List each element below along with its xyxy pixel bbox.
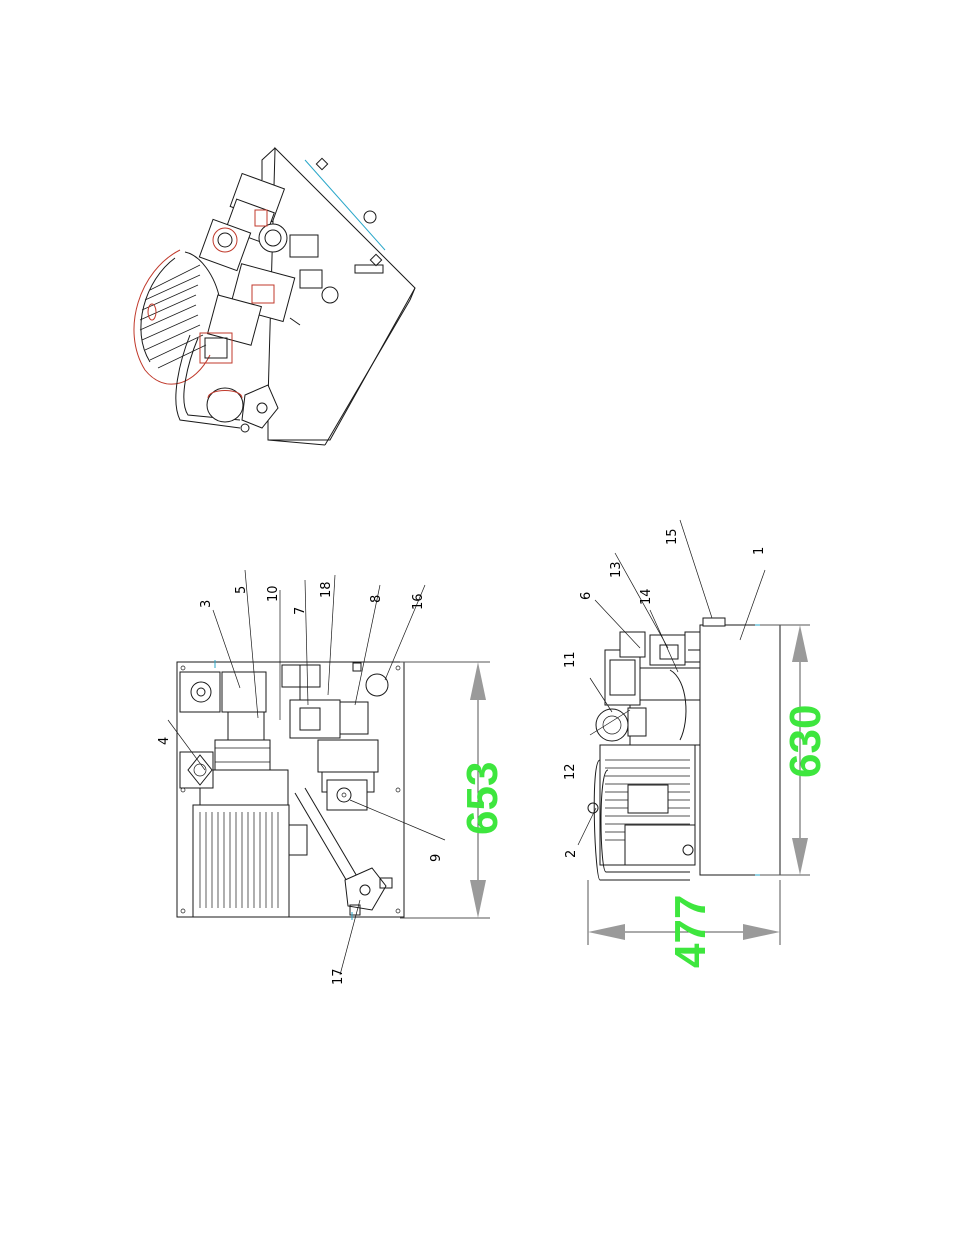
callout-15: 15 [665, 528, 680, 545]
dimension-477: 477 [588, 880, 780, 968]
callout-3: 3 [199, 600, 214, 608]
callout-12: 12 [563, 763, 578, 780]
callout-13: 13 [609, 561, 624, 578]
callout-6: 6 [579, 592, 594, 600]
callout-18: 18 [319, 581, 334, 598]
callout-2: 2 [564, 850, 579, 858]
callout-1: 1 [752, 547, 767, 555]
dimension-477-label: 477 [666, 895, 715, 968]
callout-16: 16 [411, 593, 426, 610]
isometric-view [134, 148, 415, 445]
callout-5: 5 [234, 586, 249, 594]
dimension-653: 653 [400, 662, 507, 918]
side-view [588, 618, 780, 880]
callout-11: 11 [563, 651, 578, 668]
callout-10: 10 [266, 585, 281, 602]
callout-4: 4 [157, 737, 172, 745]
callout-9: 9 [429, 854, 444, 862]
callout-7: 7 [293, 607, 308, 615]
top-view [177, 660, 404, 920]
callout-14: 14 [639, 588, 654, 605]
callout-17: 17 [331, 968, 346, 985]
callout-8: 8 [369, 595, 384, 603]
dimension-653-label: 653 [458, 762, 507, 835]
dimension-630-label: 630 [781, 705, 830, 778]
motor-iso [134, 250, 220, 384]
